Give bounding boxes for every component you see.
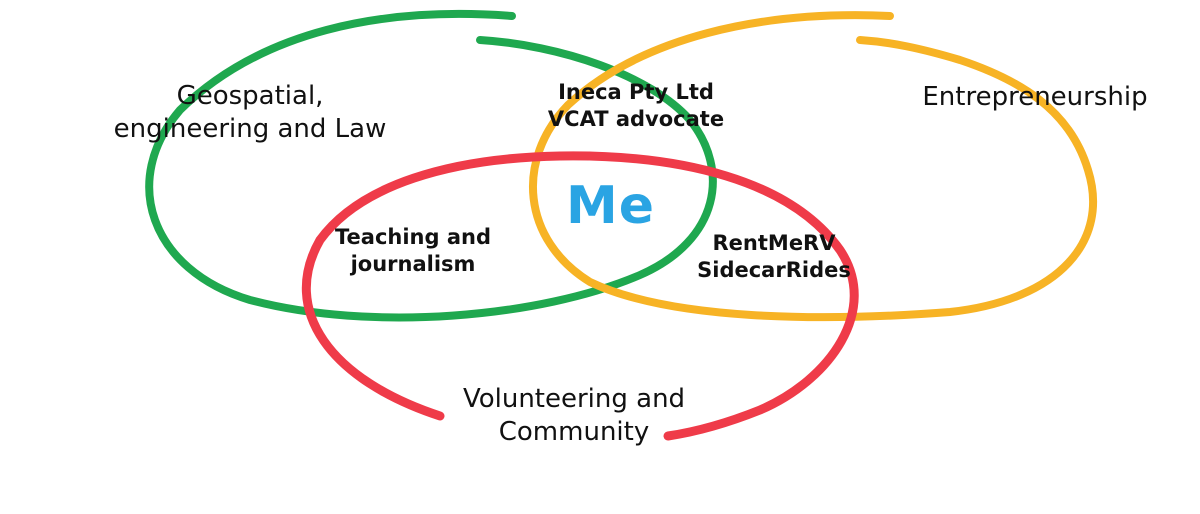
volunteering-region-label: Volunteering and Community (438, 383, 710, 450)
red-ellipse (301, 151, 859, 441)
entrepreneurship-label-line1: Entrepreneurship (922, 82, 1148, 112)
orange-ellipse (528, 11, 1097, 322)
volunteering-label-line2: Community (498, 417, 650, 448)
entrepreneurship-region-label: Entrepreneurship (905, 81, 1165, 114)
green-ellipse (145, 9, 717, 322)
left-overlap-line2: journalism (350, 251, 476, 276)
right-overlap-line2: SidecarRides (697, 257, 851, 282)
left-overlap-label: Teaching and journalism (318, 224, 508, 278)
top-overlap-line2: VCAT advocate (547, 106, 725, 131)
left-overlap-line1: Teaching and (335, 225, 491, 249)
geospatial-label-line1: Geospatial, (176, 81, 324, 111)
right-overlap-line1: RentMeRV (712, 231, 836, 255)
top-overlap-line1: Ineca Pty Ltd (558, 80, 714, 104)
center-label: Me (566, 176, 656, 236)
geospatial-region-label: Geospatial, engineering and Law (105, 80, 395, 147)
geospatial-label-line2: engineering and Law (113, 114, 387, 145)
volunteering-label-line1: Volunteering and (462, 384, 686, 414)
top-overlap-label: Ineca Pty Ltd VCAT advocate (525, 79, 747, 133)
right-overlap-label: RentMeRV SidecarRides (684, 230, 864, 284)
